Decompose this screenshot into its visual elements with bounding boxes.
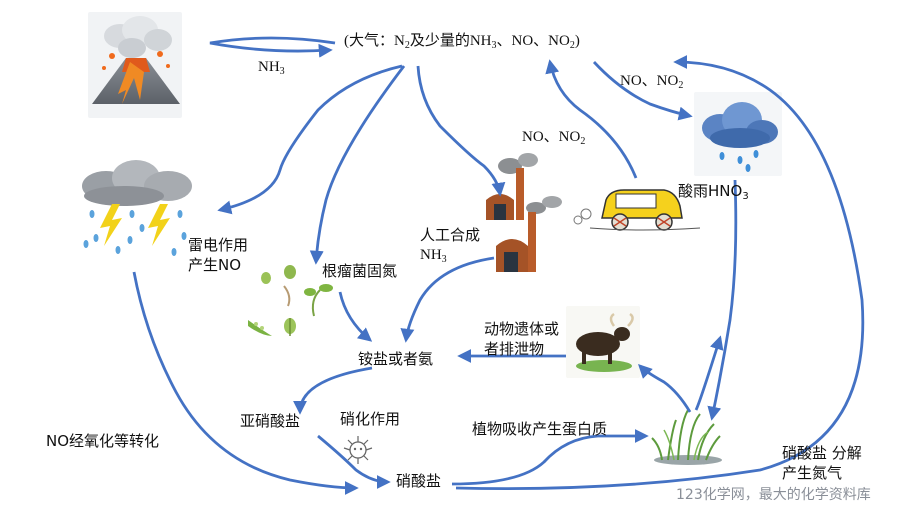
arrow-air-to-lightning [217, 64, 403, 215]
nh3-volcano-sub: 3 [279, 66, 285, 77]
lightning-label-line1: 雷电作用 [188, 236, 249, 254]
artificial-nh3-text: NH [420, 247, 442, 263]
arrow-ammonium-to-nitrite [293, 366, 373, 415]
bacteria-icon [343, 436, 373, 464]
atmosphere-sub-n2: 2 [404, 40, 410, 51]
factory-icon [486, 153, 562, 272]
atmosphere-prefix: (大气：N [344, 33, 405, 49]
acid-rain-sub: 3 [742, 191, 749, 202]
nh3-volcano-label: NH3 [258, 58, 285, 81]
thunderstorm-icon [82, 160, 192, 256]
nitrification-label: 硝化作用 [340, 410, 401, 428]
cycle-arrows [132, 36, 865, 495]
rain-cloud-icon [694, 92, 782, 176]
atmosphere-mid2: 、NO、NO [496, 33, 570, 49]
nh3-volcano-text: NH [258, 59, 280, 75]
acid-rain-text: 酸雨HNO [678, 182, 743, 200]
buffalo-icon [566, 306, 640, 378]
animal-label-line2: 者排泄物 [484, 340, 545, 358]
arrow-air-to-rootnodule [309, 65, 406, 265]
arrow-nitrate-to-plant [451, 429, 649, 486]
artificial-label-line1: 人工合成 [420, 226, 481, 244]
arrow-grass-to-animal [638, 364, 692, 413]
artificial-nh3-sub: 3 [441, 254, 447, 265]
arrow-air-to-factory [416, 65, 506, 197]
ammonium-label: 铵盐或者氨 [358, 350, 434, 368]
no-oxidation-label: NO经氧化等转化 [46, 432, 160, 450]
arrow-grass-to-nitrate [694, 335, 724, 411]
arrow-rootnodule-to-ammonium [338, 291, 373, 342]
no-no2-top-label: NO、NO2 [620, 72, 683, 95]
plant-absorb-label: 植物吸收产生蛋白质 [472, 420, 608, 438]
arrow-air-to-acidrain [592, 61, 693, 121]
arrow-factory-to-ammonium [400, 256, 495, 343]
animal-label-line1: 动物遗体或 [484, 320, 560, 338]
no-no2-car-label: NO、NO2 [522, 128, 585, 151]
arrow-lightning-to-nitrate [132, 271, 359, 495]
root-nodule-label: 根瘤菌固氮 [322, 262, 398, 280]
acid-rain-label: 酸雨HNO3 [678, 182, 749, 206]
no-no2-car-text: NO、NO [522, 129, 581, 145]
no-no2-top-sub: 2 [678, 80, 684, 91]
no-no2-car-sub: 2 [580, 136, 586, 147]
atmosphere-sub-no2: 2 [569, 40, 575, 51]
decompose-label-line2: 产生氮气 [782, 464, 843, 482]
grass-icon [651, 409, 722, 465]
atmosphere-suffix: ) [574, 33, 580, 49]
nitrite-label: 亚硝酸盐 [240, 412, 301, 430]
arrow-nh3-volcano [209, 36, 336, 58]
lightning-label-line2: 产生NO [188, 256, 242, 274]
volcano-icon [88, 12, 182, 118]
no-no2-top-text: NO、NO [620, 73, 679, 89]
arrow-decompose-to-air [455, 55, 865, 491]
artificial-label-line2: NH3 [420, 246, 447, 269]
atmosphere-sub-nh3: 3 [491, 40, 497, 51]
arrow-nitrite-to-nitrate [317, 434, 391, 489]
legume-plant-icon [248, 265, 333, 336]
decompose-label-line1: 硝酸盐 分解 [782, 444, 862, 462]
arrow-car-to-air [545, 59, 638, 179]
arrow-acidrain-to-grass [707, 179, 738, 421]
car-icon [573, 189, 701, 231]
atmosphere-label: (大气：N2及少量的NH3、NO、NO2) [344, 32, 580, 55]
atmosphere-mid: 及少量的NH [409, 33, 492, 49]
nitrate-label: 硝酸盐 [396, 472, 442, 490]
watermark: 123化学网，最大的化学资料库 [676, 487, 871, 503]
